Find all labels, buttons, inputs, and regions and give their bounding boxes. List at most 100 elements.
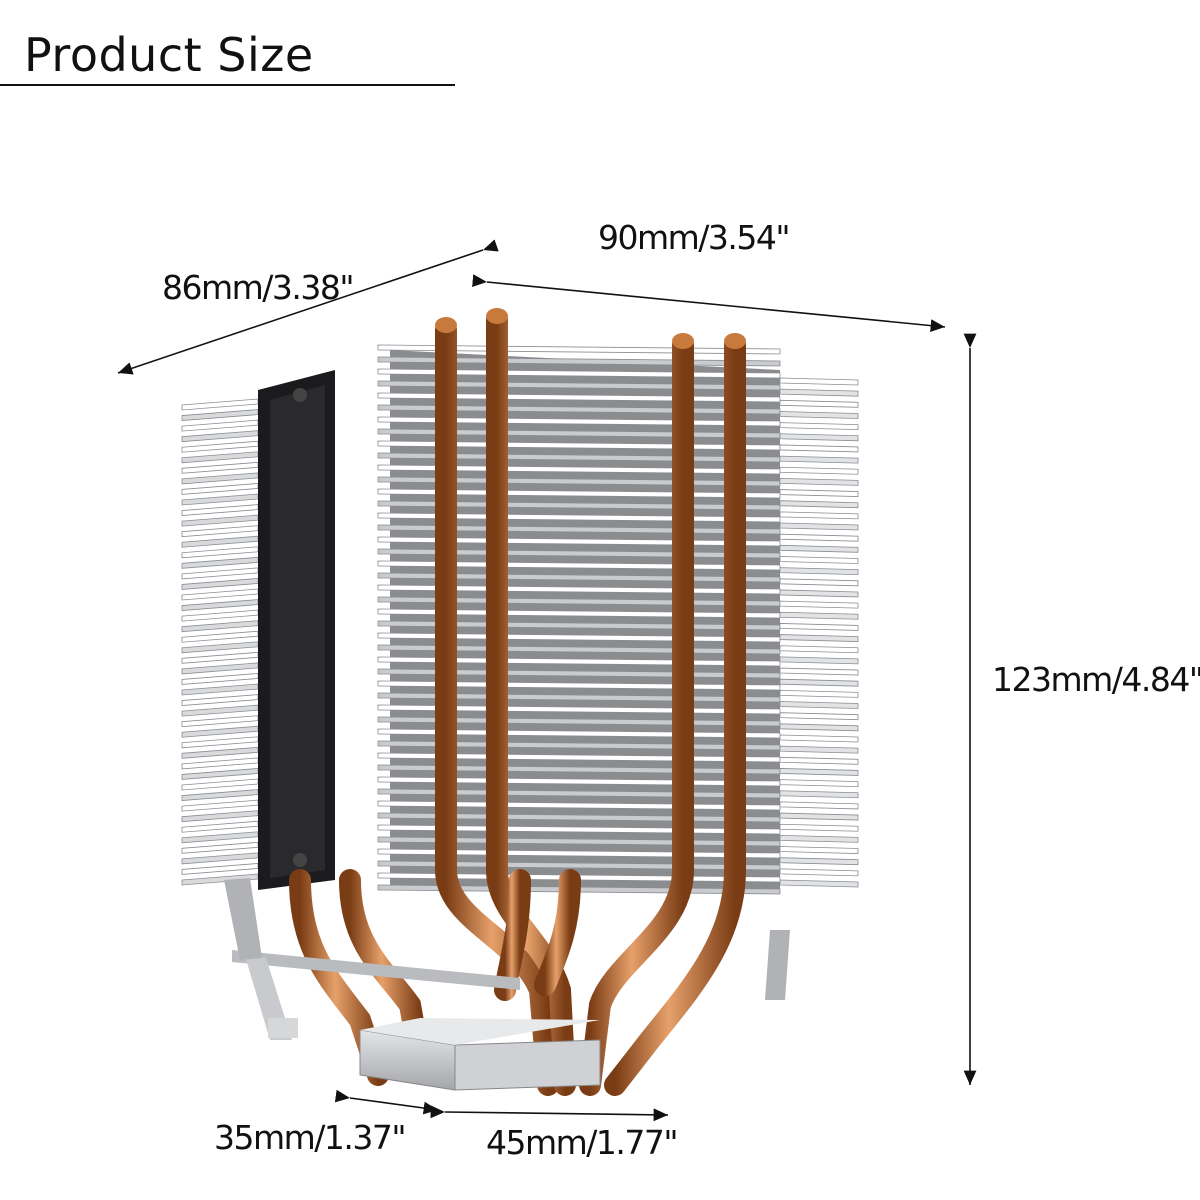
heatsink-fin — [779, 634, 859, 642]
heatsink-fin — [181, 736, 259, 749]
heatsink-fin — [779, 466, 859, 475]
heatsink-fin — [779, 801, 859, 810]
heatsink-fin — [779, 600, 859, 609]
heatsink-fin — [181, 715, 259, 728]
heatsink-fin — [779, 812, 859, 821]
heatsink-fin — [779, 768, 859, 776]
heatsink-fin — [181, 863, 259, 875]
heatsink-fin — [181, 556, 259, 569]
heatsink-fin — [779, 701, 859, 709]
heatsink-fin — [779, 712, 859, 721]
heatsink-fin — [779, 544, 859, 553]
heatsink-fin — [181, 820, 259, 833]
heatsink-fin — [779, 477, 859, 486]
heatsink-fin — [181, 483, 259, 495]
width-label: 90mm/3.54" — [598, 218, 791, 257]
rear-fin-stack — [181, 398, 259, 886]
heatsink-fin — [181, 768, 259, 780]
base-depth-arrow — [334, 1089, 439, 1115]
heatsink-fin — [181, 504, 259, 516]
right-fin-edges — [779, 377, 859, 888]
height-label: 123mm/4.84" — [992, 660, 1200, 699]
heatsink-fin — [181, 799, 259, 812]
heatsink-fin — [181, 673, 259, 685]
heatsink-fin — [181, 440, 259, 453]
heatsink-fin — [779, 846, 859, 854]
heatsink-fin — [779, 779, 859, 788]
heatsink-fin — [181, 599, 259, 611]
heatsink-fin — [779, 533, 859, 542]
heatsink-fin — [779, 879, 859, 888]
heat-pipe-tips — [435, 308, 746, 349]
heatsink-fin — [181, 725, 259, 738]
heatsink-fin — [779, 489, 859, 497]
heatsink-fin — [181, 451, 259, 464]
cooler-base — [359, 1018, 601, 1091]
heatsink-fin — [181, 398, 259, 411]
heatsink-fin — [779, 388, 859, 397]
heatsink-fin — [181, 683, 259, 696]
depth-arrow — [117, 239, 499, 375]
heatsink-fin — [181, 588, 259, 601]
heatsink-fin — [779, 444, 859, 453]
heatsink-fin — [181, 778, 259, 791]
title-underline — [0, 84, 455, 86]
heatsink-fin — [779, 578, 859, 587]
heatsink-fin — [181, 630, 259, 643]
heatsink-fin — [779, 756, 859, 765]
heatsink-fin — [779, 623, 859, 631]
heatsink-fin — [779, 823, 859, 832]
heatsink-fin — [181, 546, 259, 559]
heatsink-fin — [779, 790, 859, 799]
heatsink-fin — [779, 645, 859, 654]
heatsink-fin — [779, 667, 859, 676]
heatsink-fin — [779, 689, 859, 698]
heatsink-fin — [779, 834, 859, 843]
heatsink-fin — [779, 868, 859, 877]
base-width-arrow — [430, 1105, 669, 1122]
heatsink-fin — [181, 514, 259, 527]
heatsink-fin — [181, 662, 259, 675]
heatsink-fin — [779, 857, 859, 866]
base-depth-label: 35mm/1.37" — [214, 1118, 407, 1157]
heatsink-fin — [779, 411, 859, 419]
heatsink-fin — [779, 723, 859, 732]
heatsink-fin — [779, 556, 859, 564]
heatsink-fin — [181, 578, 259, 590]
heatsink-fin — [181, 651, 259, 664]
heatsink-fin — [181, 757, 259, 770]
heatsink-fin — [181, 852, 259, 865]
heatsink-fin — [181, 493, 259, 506]
heatsink-fin — [181, 841, 259, 854]
heatsink-fin — [181, 430, 259, 443]
heatsink-fin — [779, 377, 859, 386]
heat-pipes — [289, 309, 746, 1096]
heatsink-fin — [181, 461, 259, 474]
heatsink-fin — [181, 419, 259, 432]
heatsink-fin — [779, 656, 859, 665]
heatsink-fin — [181, 409, 259, 421]
heatsink-fin — [779, 422, 859, 431]
heatsink-fin — [779, 567, 859, 576]
heatsink-fin — [181, 694, 259, 706]
heatsink-fin — [779, 745, 859, 754]
heatsink-fin — [779, 589, 859, 598]
heatsink-fin — [181, 535, 259, 548]
mounting-bracket — [224, 878, 790, 1040]
heatsink-fin — [779, 522, 859, 531]
heatsink-fin — [181, 641, 259, 654]
heatsink-fin — [181, 620, 259, 633]
heatsink-fin — [779, 678, 859, 687]
heatsink-fin — [779, 734, 859, 743]
heatsink-fin — [181, 789, 259, 801]
heatsink-fin — [181, 472, 259, 485]
heatsink-fin — [779, 511, 859, 520]
heatsink-fin — [779, 455, 859, 464]
page-title: Product Size — [24, 28, 314, 82]
heatsink-fin — [779, 611, 859, 620]
heatsink-fin — [779, 500, 859, 509]
base-width-label: 45mm/1.77" — [486, 1123, 679, 1162]
heatsink-fin — [181, 704, 259, 717]
heatsink-fin — [181, 746, 259, 759]
